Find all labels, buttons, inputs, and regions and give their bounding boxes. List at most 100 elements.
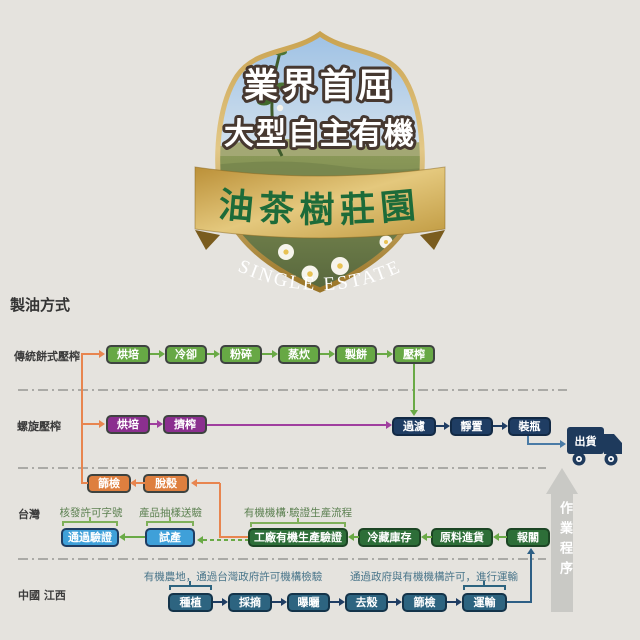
- row-label-traditional: 傳統餅式壓榨: [14, 350, 80, 363]
- step-trial: 試產: [145, 528, 195, 547]
- truck-cab: [604, 434, 622, 454]
- step-pick: 採摘: [228, 593, 272, 612]
- step-roast-1: 烘培: [106, 345, 150, 364]
- separator-line-2: [18, 467, 546, 469]
- step-crush: 粉碎: [220, 345, 262, 364]
- arrow-down-green: [410, 410, 418, 416]
- row-label-taiwan: 台灣: [18, 508, 40, 521]
- process-arrow-head: [546, 468, 578, 494]
- step-cool: 冷卻: [165, 345, 207, 364]
- connector-navy: [272, 601, 281, 603]
- step-shell: 脫殼: [143, 474, 189, 493]
- arrow-navy: [281, 598, 287, 606]
- step-customs: 報關: [506, 528, 550, 547]
- bracket-tick: [89, 517, 91, 522]
- connector-purple: [150, 423, 158, 425]
- connector-verify-to-shell: [219, 483, 221, 538]
- connector-press-to-filter: [413, 364, 415, 410]
- bracket-tick: [297, 518, 299, 523]
- row-label-screw: 螺旋壓榨: [17, 420, 61, 433]
- truck-icon: 出貨: [567, 427, 622, 466]
- photo-branch: [270, 34, 288, 157]
- ribbon-band: [194, 166, 446, 239]
- step-filter: 過濾: [392, 417, 436, 436]
- connector-green: [499, 536, 507, 538]
- annotation-transport: 通過政府與有機機構許可，進行運輸: [350, 571, 518, 583]
- arrow-navy: [502, 422, 508, 430]
- ribbon-fold-right: [420, 230, 445, 250]
- connector-green: [262, 353, 272, 355]
- arrow-green: [329, 350, 335, 358]
- step-screen-teal: 篩檢: [402, 593, 447, 612]
- step-screen-orange: 篩檢: [87, 474, 131, 493]
- separator-line-1: [18, 389, 567, 391]
- photo-leaf: [257, 98, 271, 106]
- photo-blossom: [256, 74, 264, 82]
- step-press: 壓榨: [393, 345, 435, 364]
- section-title: 製油方式: [10, 296, 71, 314]
- arrow-up-steel: [527, 548, 535, 554]
- truck-wheel-center: [609, 457, 613, 461]
- connector-navy: [213, 601, 222, 603]
- step-pass-verify: 通過驗證: [61, 528, 119, 547]
- arrow-orange-left: [130, 479, 136, 487]
- arrow-navy: [444, 422, 450, 430]
- truck-shipping-label: 出貨: [575, 434, 597, 448]
- step-material-in: 原料進貨: [431, 528, 493, 547]
- separator-line-3: [18, 558, 546, 560]
- arrow-navy: [396, 598, 402, 606]
- connector-orange: [81, 482, 88, 484]
- step-dehull: 去殼: [345, 593, 388, 612]
- arrow-green-left: [197, 536, 203, 544]
- bracket-farm: [169, 585, 212, 590]
- bracket-sample: [146, 521, 194, 526]
- arrow-to-truck: [560, 440, 566, 448]
- connector-bottle-to-ship: [527, 443, 560, 445]
- annotation-cert: 核發許可字號: [59, 507, 123, 519]
- arrow-green-left: [348, 533, 354, 541]
- arrow-orange: [99, 420, 105, 428]
- arrow-navy: [339, 598, 345, 606]
- bracket-cert: [62, 521, 118, 526]
- step-bottle: 裝瓶: [508, 417, 551, 436]
- bracket-organic: [250, 522, 346, 527]
- bracket-transport: [463, 585, 506, 590]
- connector-green: [207, 353, 215, 355]
- photo-blossom: [276, 104, 284, 112]
- annotation-farm: 有機農地，通過台灣政府許可機構檢驗: [143, 571, 323, 583]
- connector-orange: [81, 423, 99, 425]
- badge-title-line2: 大型自主有機: [224, 117, 416, 152]
- estate-badge: 業界首屈 大型自主有機 油茶樹莊園 SINGLE ESTATE: [194, 30, 446, 295]
- photo-leaf: [275, 82, 289, 90]
- arrow-green-left: [119, 533, 125, 541]
- arrow-orange: [99, 350, 105, 358]
- arrow-navy: [222, 598, 228, 606]
- bracket-tick: [169, 517, 171, 522]
- connector-transport-to-customs: [530, 554, 532, 603]
- connector-navy: [436, 425, 445, 427]
- step-steam: 蒸炊: [278, 345, 320, 364]
- connector-navy: [493, 425, 503, 427]
- connector-orange: [81, 353, 99, 355]
- ribbon-text-path: 油茶樹莊園: [217, 186, 417, 231]
- connector-green: [150, 353, 160, 355]
- step-squeeze: 擠榨: [163, 415, 207, 434]
- arrow-orange-left: [191, 479, 197, 487]
- connector-orange: [136, 482, 145, 484]
- annotation-organic: 有機機構·驗證生產流程: [243, 507, 353, 519]
- step-factory-verify: 工廠有機生產驗證: [248, 528, 348, 547]
- ribbon-fold-left: [195, 230, 220, 250]
- connector-verify-to-shell: [197, 482, 220, 484]
- photo-leaf: [271, 116, 285, 124]
- arrow-green: [387, 350, 393, 358]
- connector-green: [320, 353, 329, 355]
- step-sundry: 曝曬: [287, 593, 330, 612]
- process-arrow-shaft: [551, 493, 573, 612]
- arrow-navy: [456, 598, 462, 606]
- annotation-sample: 產品抽樣送驗: [139, 507, 202, 519]
- badge-ribbon: 油茶樹莊園: [194, 166, 446, 250]
- arrow-green-left: [493, 533, 499, 541]
- step-settle: 靜置: [450, 417, 493, 436]
- connector-bottle-to-ship: [527, 436, 529, 445]
- connector-transport-to-customs: [507, 601, 532, 603]
